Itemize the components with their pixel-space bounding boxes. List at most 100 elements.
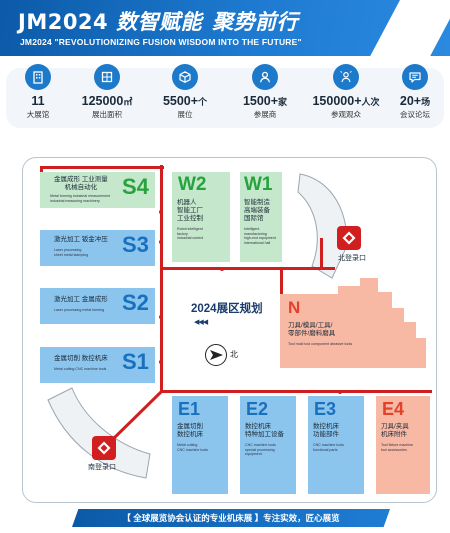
- north-building-outline: [297, 173, 348, 279]
- brand-title-part-2: 聚势前行: [212, 10, 299, 34]
- stat-value: 150000+: [312, 94, 362, 108]
- route-east: [160, 390, 432, 393]
- stat-label: 参展商: [253, 110, 277, 119]
- stat-forums: 20+场 会议论坛: [383, 64, 447, 120]
- map-title: 2024展区规划: [191, 303, 263, 315]
- hall-s2[interactable]: 激光加工 金属成形 Laser processing metal forming…: [40, 288, 155, 324]
- hall-code: E2: [246, 399, 269, 419]
- stat-label: 展位: [177, 110, 193, 119]
- route-middle: [160, 267, 335, 270]
- stat-halls: 11 大展馆: [3, 64, 73, 120]
- stat-value: 11: [31, 94, 45, 108]
- hall-category: 刀具/夹具机床附件: [381, 423, 409, 438]
- stat-value: 1500+: [242, 94, 279, 108]
- stat-exhibitors: 1500+家 参展商: [226, 64, 304, 120]
- hall-category: 数控机床功能部件: [313, 423, 339, 438]
- hall-code: W1: [244, 174, 273, 195]
- hall-s4[interactable]: 金属成形 工业测量机械自动化 Metal forming industrial …: [40, 172, 155, 208]
- hall-s1[interactable]: 金属切削 数控机床 Metal cutting CNC machine tool…: [40, 347, 155, 383]
- hall-category: 机器人智能工厂工业控制: [177, 199, 203, 222]
- stat-visitors: 150000+人次 参观观众: [300, 64, 392, 120]
- stat-unit: ㎡: [123, 97, 133, 107]
- person-icon: [252, 64, 278, 90]
- hall-category: 数控机床特种加工设备: [245, 423, 284, 438]
- hall-n[interactable]: N 刀具/模具/工具/零部件/磨料磨具 Tool mold tool compo…: [280, 278, 430, 368]
- chat-icon: [402, 64, 428, 90]
- hall-category: 激光加工 金属成形: [54, 296, 108, 303]
- stat-value: 125000: [81, 94, 124, 108]
- map-frame: [22, 157, 437, 503]
- brand-code: JM2024: [18, 10, 109, 34]
- hall-category: 金属切削 数控机床: [54, 355, 108, 362]
- route-dot: [338, 390, 342, 394]
- hall-code: E4: [382, 399, 405, 419]
- hall-category: 金属成形 工业测量机械自动化: [54, 176, 108, 191]
- stat-label: 大展馆: [26, 110, 50, 119]
- hall-code: E3: [314, 399, 337, 419]
- brand-title-part-1: 数智赋能: [116, 10, 203, 34]
- compass-icon: [205, 344, 227, 366]
- route-west-vertical: [160, 165, 163, 393]
- hall-code: S1: [122, 349, 149, 374]
- compass-north-label: 北: [230, 350, 238, 359]
- hall-category: 金属切削数控机床: [177, 423, 203, 438]
- direction-arrows-icon: ◀◀◀: [194, 319, 208, 326]
- route-south-diagonal: [107, 389, 164, 445]
- south-entrance-icon[interactable]: [92, 436, 116, 460]
- hall-code: S4: [122, 174, 149, 199]
- area-icon: [94, 64, 120, 90]
- stat-unit: 家: [278, 97, 288, 107]
- route-dot: [159, 315, 163, 319]
- stat-value: 20+: [399, 94, 422, 108]
- stat-value: 5500+: [162, 94, 199, 108]
- stat-label: 展出面积: [92, 110, 122, 119]
- hall-category: 刀具/模具/工具/零部件/磨料磨具: [288, 322, 336, 337]
- cube-icon: [172, 64, 198, 90]
- footer-ribbon: 【 全球展览协会认证的专业机床展 】专注实效，匠心展览: [72, 509, 390, 527]
- hall-code: S3: [122, 232, 149, 257]
- stat-label: 参观观众: [331, 110, 361, 119]
- hall-code: E1: [178, 399, 201, 419]
- stats-background: [6, 68, 444, 128]
- route-dot: [159, 210, 163, 214]
- stats-strip: 11 大展馆 125000㎡ 展出面积 5500+个 展位 1500+家 参展商…: [0, 64, 450, 136]
- north-entrance-icon[interactable]: [337, 226, 361, 250]
- brand-title: JM2024 数智赋能聚势前行: [18, 6, 298, 36]
- banner-corner: [370, 0, 450, 56]
- hall-code: W2: [178, 174, 207, 195]
- venue-map: 金属成形 工业测量机械自动化 Metal forming industrial …: [8, 150, 442, 515]
- route-dot: [220, 267, 224, 271]
- route-top-left: [40, 166, 164, 169]
- hall-category-en: Metal cutting CNC machine tools: [54, 367, 107, 371]
- hall-n-shape: [280, 278, 426, 368]
- south-building-outline: [47, 387, 151, 479]
- stat-label: 会议论坛: [400, 110, 430, 119]
- stat-area: 125000㎡ 展出面积: [67, 64, 147, 120]
- south-entrance-label: 南登录口: [88, 464, 116, 471]
- stat-unit: 人次: [361, 97, 380, 107]
- hall-category-en: Tool mold tool component abrasive tools: [288, 342, 353, 346]
- north-entrance-label: 北登录口: [338, 255, 366, 262]
- route-dot: [159, 360, 163, 364]
- hall-category-en: Laser processing metal forming: [54, 308, 105, 312]
- stat-unit: 场: [421, 97, 431, 107]
- route-north-drop: [280, 267, 283, 295]
- stat-unit: 个: [198, 97, 208, 107]
- route-dot: [159, 240, 163, 244]
